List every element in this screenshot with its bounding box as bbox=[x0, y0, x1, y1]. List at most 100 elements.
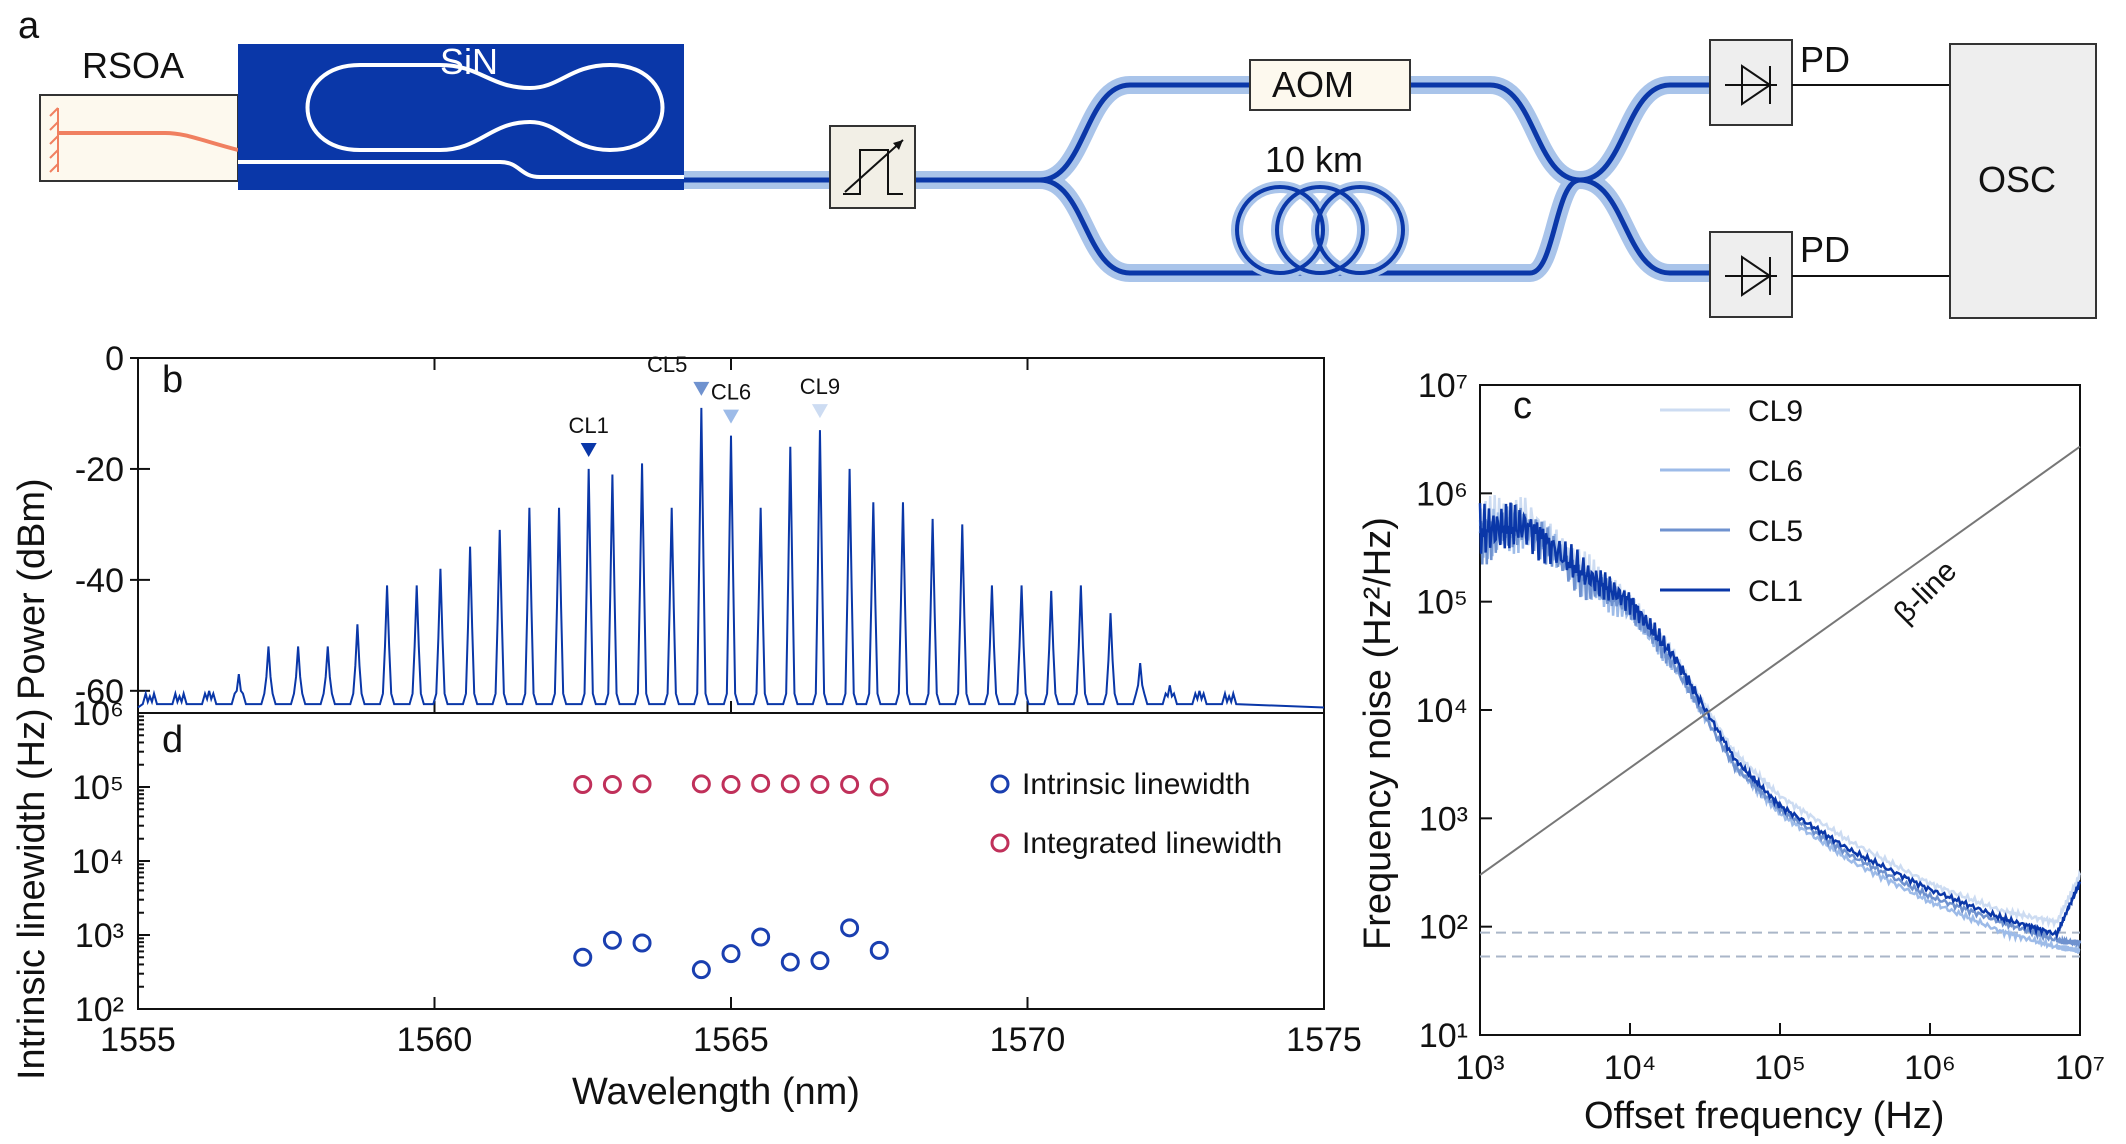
x-tick-label: 1565 bbox=[693, 1021, 769, 1059]
sin-bus-waveguide bbox=[238, 160, 684, 179]
linewidth-points bbox=[573, 773, 889, 980]
legend-label: CL9 bbox=[1748, 395, 1803, 428]
y-tick-label: -20 bbox=[75, 451, 124, 489]
fiber-length-label: 10 km bbox=[1265, 139, 1363, 180]
sin-ring-resonator bbox=[305, 62, 665, 153]
y-tick-label: 0 bbox=[105, 340, 124, 378]
panel-c-ylabel: Frequency noise (Hz²/Hz) bbox=[1357, 517, 1399, 950]
data-point bbox=[810, 951, 830, 971]
data-point bbox=[810, 775, 830, 795]
rsoa-label: RSOA bbox=[82, 45, 184, 86]
y-tick-label: 10⁴ bbox=[72, 843, 124, 881]
data-point bbox=[602, 775, 622, 795]
rsoa-box bbox=[39, 94, 239, 182]
legend-integrated: Integrated linewidth bbox=[1022, 827, 1282, 860]
sin-chip-label: SiN bbox=[440, 41, 498, 82]
panel-d-xlabel: Wavelength (nm) bbox=[572, 1071, 860, 1113]
y-tick-label: 10² bbox=[1419, 909, 1468, 947]
noise-series-line bbox=[1478, 502, 2082, 941]
panel-b-y-ticks: 0 -20 -40 -60 bbox=[75, 340, 150, 711]
y-tick-label: 10⁶ bbox=[72, 695, 124, 733]
legend-label: CL5 bbox=[1748, 515, 1803, 548]
marker-label: CL5 bbox=[647, 352, 687, 377]
panel-label-a: a bbox=[18, 5, 40, 47]
data-point bbox=[751, 773, 771, 793]
marker-triangle-icon bbox=[693, 381, 710, 396]
y-tick-label: 10⁵ bbox=[72, 769, 124, 807]
x-tick-label: 10³ bbox=[1455, 1049, 1504, 1087]
data-point bbox=[573, 947, 593, 967]
data-point bbox=[721, 944, 741, 964]
diode-icon bbox=[1725, 64, 1777, 106]
osc-box bbox=[1949, 43, 2097, 319]
data-point bbox=[751, 927, 771, 947]
data-point bbox=[869, 940, 889, 960]
data-point bbox=[840, 775, 860, 795]
x-tick-label: 1555 bbox=[100, 1021, 176, 1059]
panel-label-d: d bbox=[162, 719, 183, 761]
panel-b-ylabel: Power (dBm) bbox=[11, 478, 53, 700]
marker-triangle-icon bbox=[811, 404, 828, 419]
photodiode-top bbox=[1709, 39, 1793, 126]
marker-label: CL1 bbox=[569, 413, 609, 438]
panel-d-ylabel: Intrinsic linewidth (Hz) bbox=[11, 708, 53, 1080]
diode-icon bbox=[1725, 255, 1777, 297]
data-point bbox=[869, 777, 889, 797]
panel-c-xlabel: Offset frequency (Hz) bbox=[1584, 1095, 1944, 1137]
y-tick-label: -60 bbox=[75, 673, 124, 711]
aom-box bbox=[1249, 59, 1411, 111]
x-tick-label: 1575 bbox=[1286, 1021, 1362, 1059]
data-point bbox=[780, 952, 800, 972]
filter-arrow-icon bbox=[844, 139, 904, 193]
osc-label: OSC bbox=[1978, 159, 2056, 200]
data-point bbox=[840, 918, 860, 938]
legend-marker-intrinsic bbox=[990, 774, 1010, 794]
schematic: a RSOA a SiN AOM 1 bbox=[18, 5, 2097, 319]
fiber-core bbox=[1037, 177, 1713, 276]
data-point bbox=[691, 960, 711, 980]
y-tick-label: 10¹ bbox=[1419, 1017, 1468, 1055]
legend-label: CL6 bbox=[1748, 455, 1803, 488]
legend-intrinsic: Intrinsic linewidth bbox=[1022, 768, 1250, 801]
y-tick-label: 10⁵ bbox=[1416, 584, 1468, 622]
fiber-cladding bbox=[1401, 76, 1719, 190]
fiber-core bbox=[912, 82, 1253, 183]
noise-series-line bbox=[1478, 503, 2082, 949]
fiber-coil-icon bbox=[1231, 181, 1409, 279]
photodiode-bottom bbox=[1709, 231, 1793, 318]
rsoa-mirror bbox=[49, 107, 59, 173]
data-point bbox=[573, 775, 593, 795]
data-point bbox=[632, 933, 652, 953]
x-tick-label: 10⁶ bbox=[1904, 1049, 1956, 1087]
x-tick-label: 10⁷ bbox=[2055, 1049, 2105, 1087]
reference-levels bbox=[1480, 931, 2080, 958]
panel-d-legend: Intrinsic linewidth Integrated linewidth bbox=[990, 768, 1282, 860]
data-point bbox=[632, 774, 652, 794]
marker-label: CL6 bbox=[711, 380, 751, 405]
y-tick-label: 10⁷ bbox=[1418, 367, 1468, 405]
beta-line bbox=[1479, 445, 2081, 876]
pd-bottom-label: PD bbox=[1800, 229, 1850, 270]
data-point bbox=[602, 930, 622, 950]
legend-marker-integrated bbox=[990, 833, 1010, 853]
noise-series-line bbox=[1478, 495, 2082, 929]
spectrum-line bbox=[137, 407, 1325, 709]
pd-top-label: PD bbox=[1800, 39, 1850, 80]
marker-triangle-icon bbox=[723, 409, 739, 424]
noise-series bbox=[1478, 445, 2082, 954]
marker-triangle-icon bbox=[580, 442, 597, 457]
legend-label: CL1 bbox=[1748, 575, 1803, 608]
y-tick-label: -40 bbox=[75, 562, 124, 600]
y-tick-label: 10⁴ bbox=[1416, 692, 1468, 730]
fiber-network bbox=[674, 76, 1719, 282]
